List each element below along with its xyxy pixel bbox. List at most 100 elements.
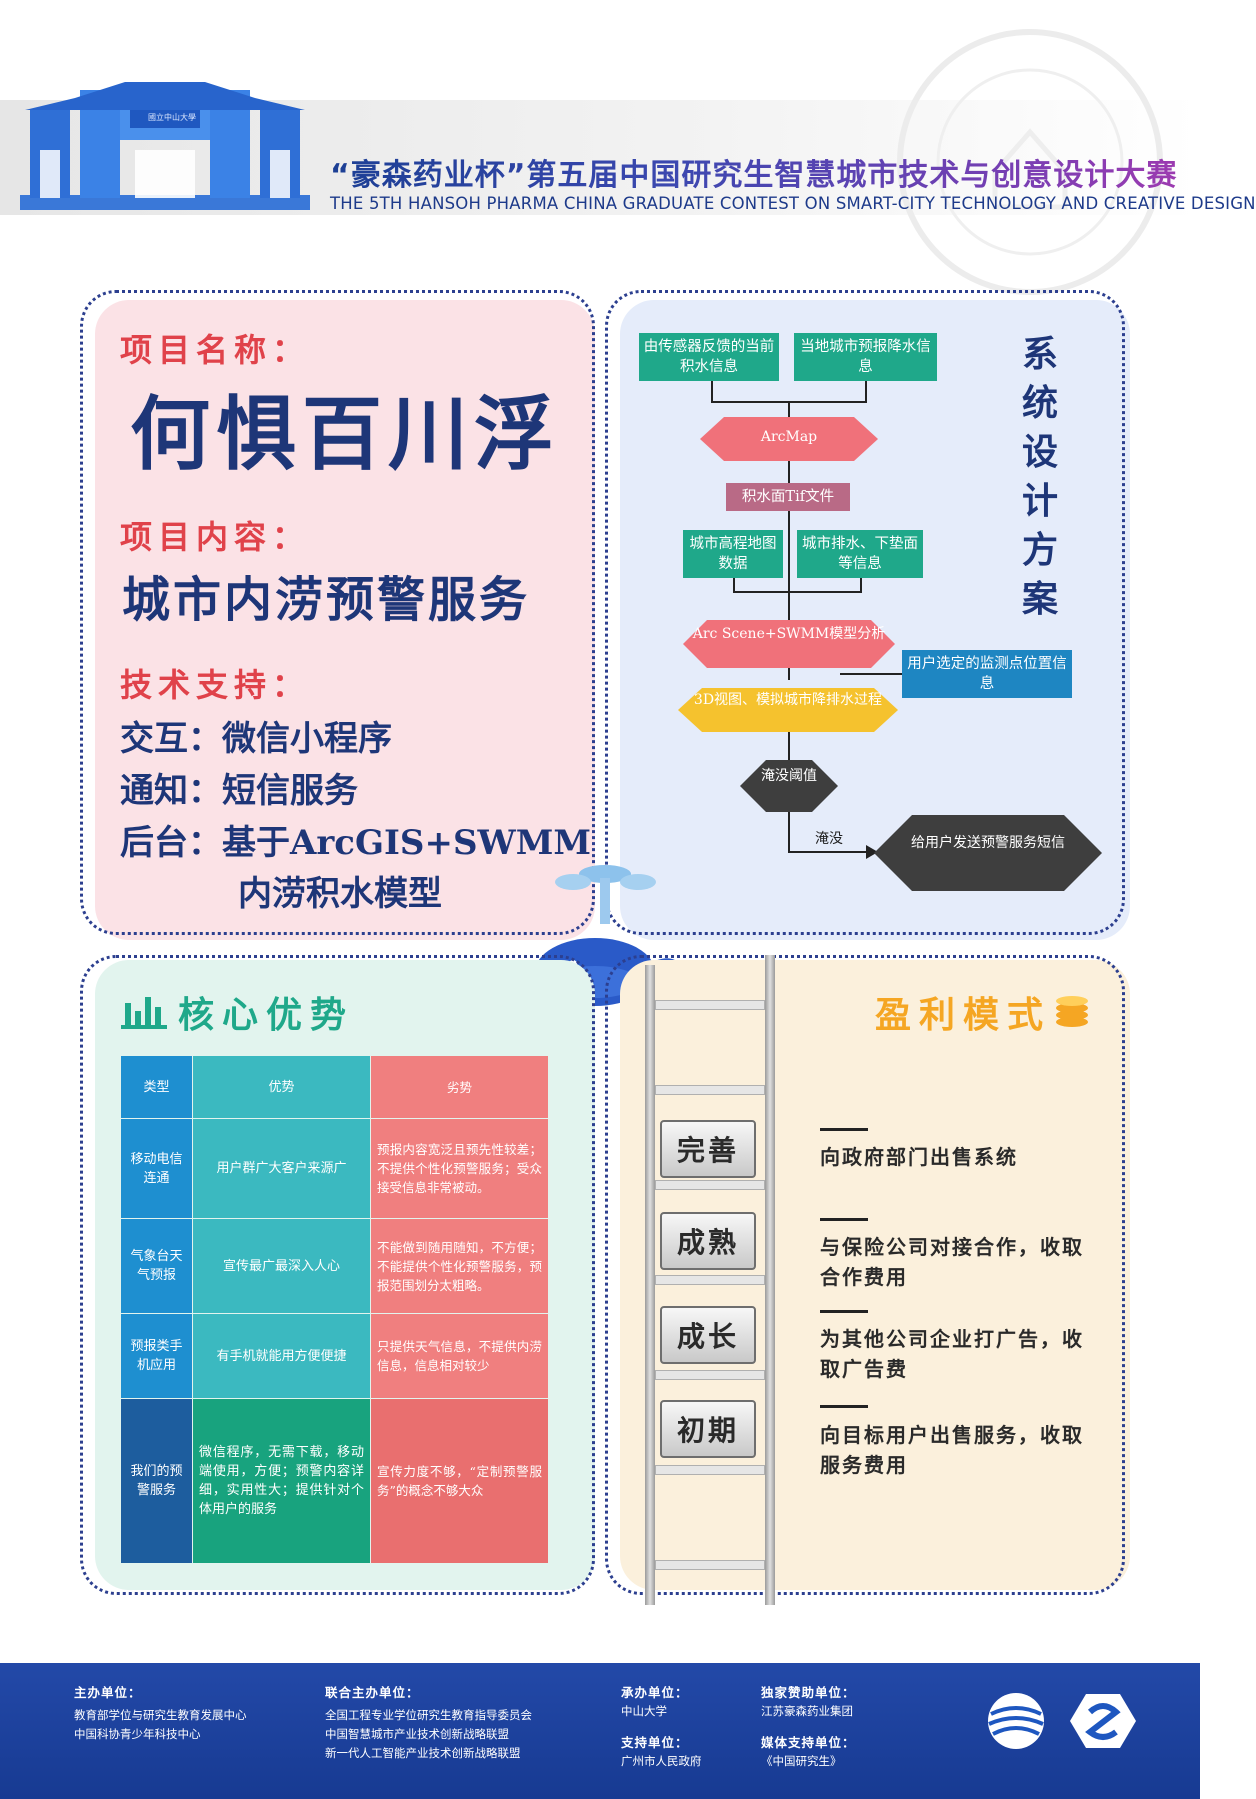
footer-media-label: 媒体支持单位： [761, 1735, 856, 1750]
profit-item: 向目标用户出售服务，收取服务费用 [820, 1423, 1084, 1477]
footer-item: 教育部学位与研究生教育发展中心 [74, 1708, 247, 1722]
tech-value: 短信服务 [222, 771, 358, 811]
system-panel-border [605, 290, 1125, 935]
profit-divider [820, 1405, 868, 1408]
globe-logo-icon [988, 1693, 1044, 1749]
flow-threshold-label: 淹没阈值 [761, 768, 817, 784]
profit-divider [820, 1128, 868, 1131]
tech-key: 通知： [120, 771, 222, 811]
flow-line [788, 455, 790, 483]
flow-line [788, 401, 790, 423]
hexagon-logo-icon [1070, 1694, 1136, 1748]
title-char: 系 [1021, 333, 1058, 375]
tech-key: 后台： [120, 823, 222, 863]
gate-plaque-text: 國立中山大學 [148, 113, 196, 122]
flow-line [788, 812, 790, 852]
stage-sign-mature: 成熟 [660, 1212, 756, 1270]
table-header: 优势 [192, 1055, 371, 1119]
table-cell-type: 移动电信连通 [120, 1118, 193, 1219]
footer-organizer: 中山大学 [621, 1704, 667, 1718]
profit-item: 为其他公司企业打广告，收取广告费 [820, 1327, 1084, 1381]
table-header: 劣势 [370, 1055, 549, 1119]
contest-title-en: THE 5TH HANSOH PHARMA CHINA GRADUATE CON… [330, 194, 1256, 213]
flow-scene-label: Arc Scene+SWMM模型分析 [692, 626, 886, 642]
flow-forecast-box: 当地城市预报降水信息 [794, 333, 937, 381]
tech-line-backend: 后台：基于ArcGIS+SWMM [120, 815, 591, 864]
footer-item: 中国科协青少年科技中心 [74, 1727, 201, 1741]
tech-support-label: 技术支持： [120, 666, 311, 704]
profit-panel-border [605, 955, 1125, 1595]
project-content: 城市内涝预警服务 [122, 572, 531, 628]
table-cell-dis: 只提供天气信息，不提供内涝信息，信息相对较少 [370, 1313, 549, 1399]
tech-key: 交互： [120, 719, 222, 759]
table-header-row: 类型 优势 劣势 [120, 1055, 549, 1119]
title-char: 计 [1021, 480, 1058, 522]
profit-item: 向政府部门出售系统 [820, 1145, 1018, 1169]
stage-sign-perfect: 完善 [660, 1120, 756, 1178]
flow-tif-box: 积水面Tif文件 [726, 483, 850, 511]
flow-line [788, 510, 790, 620]
project-content-label: 项目内容： [120, 518, 311, 556]
contest-title-cn: “豪森药业杯”第五届中国研究生智慧城市技术与创意设计大赛 [330, 150, 1200, 194]
ladder-rung [655, 1085, 765, 1095]
flow-threshold-diamond [740, 760, 838, 812]
table-row: 移动电信连通 用户群广大客户来源广 预报内容宽泛且预先性较差；不提供个性化预警服… [120, 1118, 549, 1219]
system-title-vertical: 系 统 设 计 方 案 [1018, 330, 1062, 624]
flow-line [711, 380, 713, 402]
title-char: 方 [1021, 529, 1058, 571]
footer-sponsor: 江苏豪森药业集团 [761, 1704, 853, 1718]
table-row: 气象台天气预报 宣传最广最深入人心 不能做到随用随知，不方便；不能提供个性化预警… [120, 1218, 549, 1314]
stage-sign-initial: 初期 [660, 1400, 756, 1458]
table-row: 我们的预警服务 微信程序，无需下载，移动端使用，方便；预警内容详细，实用性大；提… [120, 1398, 549, 1564]
table-cell-dis: 预报内容宽泛且预先性较差；不提供个性化预警服务；受众接受信息非常被动。 [370, 1118, 549, 1219]
footer-item: 新一代人工智能产业技术创新战略联盟 [325, 1746, 521, 1760]
stage-sign-growth: 成长 [660, 1306, 756, 1364]
profit-divider [820, 1310, 868, 1313]
advantages-title: 核心优势 [178, 994, 355, 1036]
footer-cohost-label: 联合主办单位： [325, 1685, 420, 1700]
ladder-rung [655, 1560, 765, 1570]
flow-scene-hex [683, 620, 895, 668]
tech-line-backend-cont: 内涝积水模型 [238, 874, 442, 914]
coins-icon [1056, 996, 1088, 1027]
footer-media: 《中国研究生》 [761, 1754, 842, 1768]
flow-line [788, 851, 874, 853]
project-panel [95, 300, 595, 940]
table-cell-adv: 宣传最广最深入人心 [192, 1218, 371, 1314]
table-cell-adv: 有手机就能用方便便捷 [192, 1313, 371, 1399]
title-char: 设 [1021, 431, 1058, 473]
university-gate-logo [20, 82, 310, 210]
project-panel-border [80, 290, 595, 935]
ladder-rung [655, 1275, 765, 1285]
footer-item: 全国工程专业学位研究生教育指导委员会 [325, 1708, 532, 1722]
profit-title: 盈利模式 [875, 994, 1052, 1036]
tech-value: 基于ArcGIS+SWMM [222, 823, 591, 863]
footer-sponsor-label: 独家赞助单位： [761, 1685, 856, 1700]
flow-line [733, 591, 862, 593]
ladder-rung [655, 1465, 765, 1475]
flow-send-label: 给用户发送预警服务短信 [911, 835, 1065, 851]
bar-chart-icon [121, 997, 167, 1029]
flow-elevation-box: 城市高程地图数据 [683, 530, 783, 578]
footer-support: 广州市人民政府 [621, 1754, 702, 1768]
table-cell-type: 气象台天气预报 [120, 1218, 193, 1314]
flow-line [860, 578, 862, 592]
ladder-rail-right [765, 955, 775, 1605]
flow-arrow-icon [866, 845, 878, 859]
footer-support-label: 支持单位： [621, 1735, 689, 1750]
flow-line [865, 380, 867, 402]
title-char: 统 [1021, 382, 1058, 424]
table-cell-type: 预报类手机应用 [120, 1313, 193, 1399]
ladder-rung [655, 1000, 765, 1010]
profit-item: 与保险公司对接合作，收取合作费用 [820, 1235, 1084, 1289]
flow-user-point-box: 用户选定的监测点位置信息 [902, 650, 1072, 698]
table-cell-dis: 不能做到随用随知，不方便；不能提供个性化预警服务，预报范围划分太粗略。 [370, 1218, 549, 1314]
footer-organizer-label: 承办单位： [621, 1685, 689, 1700]
table-row: 预报类手机应用 有手机就能用方便便捷 只提供天气信息，不提供内涝信息，信息相对较… [120, 1313, 549, 1399]
flow-line [788, 727, 790, 760]
ladder-rung [655, 1370, 765, 1380]
flow-sensor-box: 由传感器反馈的当前积水信息 [639, 333, 779, 381]
footer-host-list: 教育部学位与研究生教育发展中心 中国科协青少年科技中心 [74, 1706, 247, 1744]
footer-host-label: 主办单位： [74, 1685, 142, 1700]
flow-arcmap-hex [700, 417, 878, 461]
